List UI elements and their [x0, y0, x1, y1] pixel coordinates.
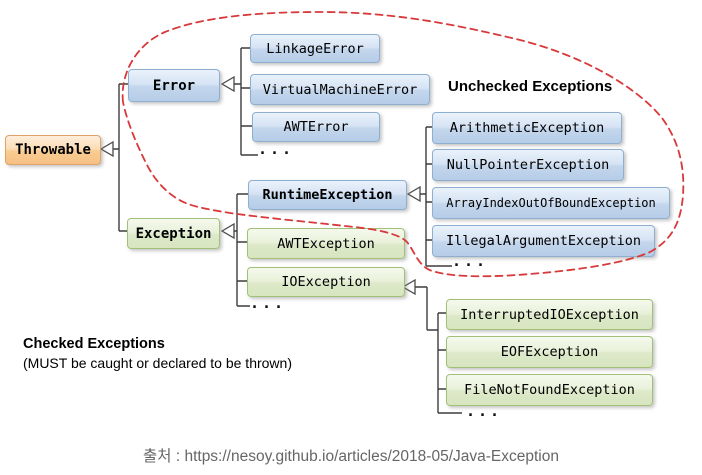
ellipsis-error-children: ... [258, 140, 295, 158]
node-eof-exception: EOFException [446, 336, 653, 368]
node-runtime-exception: RuntimeException [248, 180, 407, 210]
checked-exceptions-note: (MUST be caught or declared to be thrown… [23, 355, 292, 371]
node-interrupted-io-exception: InterruptedIOException [446, 299, 653, 330]
ellipsis-runtime-children: ... [452, 252, 489, 270]
unchecked-exceptions-label: Unchecked Exceptions [448, 78, 613, 95]
inheritance-arrow-icon-exception [220, 222, 235, 240]
inheritance-arrow-icon-throwable [99, 140, 114, 158]
inheritance-arrow-icon-error [220, 75, 235, 93]
node-exception: Exception [127, 218, 220, 249]
node-array-index-out-of-bound-exception: ArrayIndexOutOfBoundException [432, 187, 670, 219]
source-caption: 출처 : https://nesoy.github.io/articles/20… [143, 448, 559, 465]
ellipsis-exception-children: ... [250, 294, 287, 312]
node-linkage-error: LinkageError [250, 34, 380, 63]
node-awt-exception: AWTException [247, 228, 405, 259]
checked-exceptions-label: Checked Exceptions [23, 336, 165, 352]
node-error: Error [128, 69, 220, 102]
node-throwable: Throwable [5, 135, 101, 165]
node-arithmetic-exception: ArithmeticException [432, 112, 622, 144]
node-io-exception: IOException [247, 267, 405, 297]
inheritance-arrow-icon-runtime-exception [406, 185, 421, 203]
node-file-not-found-exception: FileNotFoundException [446, 374, 653, 406]
node-awt-error: AWTError [252, 112, 380, 142]
node-virtual-machine-error: VirtualMachineError [250, 74, 430, 105]
node-null-pointer-exception: NullPointerException [432, 149, 624, 181]
ellipsis-io-children: ... [466, 402, 503, 420]
